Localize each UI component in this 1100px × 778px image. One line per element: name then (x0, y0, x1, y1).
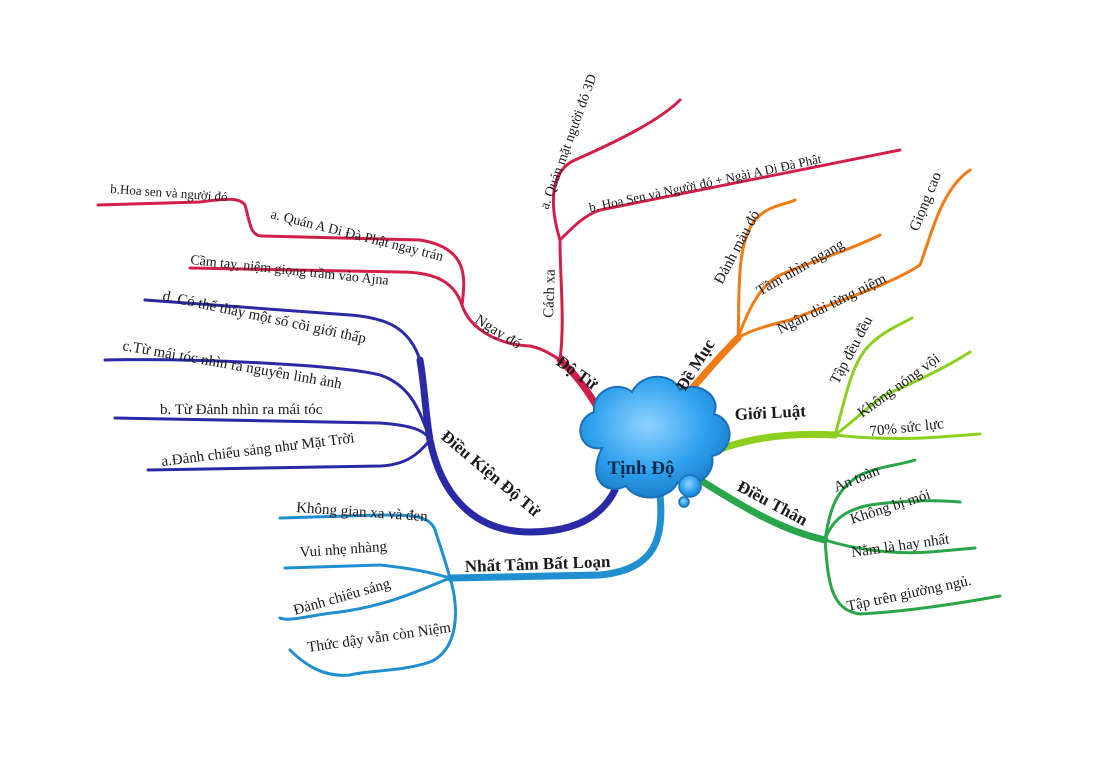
branch-do-tu-underline (528, 344, 562, 362)
sub-cach-xa-line (558, 238, 564, 362)
cloud-bubble-small (678, 496, 690, 508)
leaf-an-toan-line (823, 458, 917, 542)
leaf-khong-moi-line (823, 499, 962, 542)
leaf-hoa-sen-label[interactable]: b.Hoa sen và người đó (110, 181, 228, 204)
branch-gioi-luat (701, 316, 982, 459)
branch-nhat-tam-trunk (446, 491, 665, 582)
sub-cach-xa-label[interactable]: Cách xa (541, 269, 559, 319)
leaf-nam-label[interactable]: Nằm là hay nhất (850, 531, 951, 561)
branch-dieu-than-trunk (696, 476, 829, 544)
branch-dieu-kien-label[interactable]: Điều Kiện Độ Tử (437, 427, 545, 522)
leaf-70-line (833, 432, 982, 440)
leaf-danh-label[interactable]: Đảnh màu đỏ (711, 208, 763, 287)
leaf-tap-line (833, 316, 914, 437)
branch-dieu-kien (103, 298, 619, 536)
center-node[interactable]: Tịnh Độ (579, 375, 731, 508)
leaf-hoa-sen-a-di-label[interactable]: b. Hoa Sen và Người đó + Ngài A Di Đà Ph… (588, 151, 823, 215)
leaf-quan-3d-label[interactable]: a. Quán mặt người đó 3D (538, 72, 601, 211)
leaf-nam-line (823, 538, 977, 555)
leaf-co-the-line (143, 298, 422, 362)
leaf-khong-gian-label[interactable]: Không gian xa và đen (296, 500, 429, 525)
leaf-70-label[interactable]: 70% sức lực (869, 416, 945, 440)
center-cloud-shape (579, 375, 731, 499)
sub-ngay-do-label[interactable]: Ngay đó (472, 312, 524, 353)
leaf-tam-nhin-line (736, 233, 882, 340)
leaf-danh-chieu-line (278, 576, 452, 621)
branch-dieu-than (696, 458, 1002, 616)
leaf-vui-line (283, 563, 452, 580)
branch-do-tu-label[interactable]: Độ Tử (553, 352, 602, 395)
leaf-cam-tay-label[interactable]: Cầm tay, niệm giọng trầm vào Ajna (190, 253, 391, 289)
leaf-hoa-sen-a-di-line (558, 148, 902, 242)
leaf-khong-gian-line (278, 513, 452, 580)
leaf-quan-3d-line (551, 98, 682, 242)
branch-dieu-kien-trunk (416, 356, 619, 536)
leaf-danh-chieu-sang-line (146, 438, 432, 472)
leaf-tu-danh-label[interactable]: b. Từ Đảnh nhìn ra mái tóc (160, 402, 323, 418)
leaf-an-toan-label[interactable]: An toàn (832, 463, 883, 496)
leaf-danh-line (736, 198, 797, 340)
branch-nhat-tam (278, 491, 665, 677)
leaf-khong-label[interactable]: Không nóng vội (855, 351, 943, 421)
leaf-tam-nhin-label[interactable]: Tầm nhìn ngang (754, 236, 848, 299)
branch-gioi-luat-label[interactable]: Giới Luật (734, 401, 807, 424)
leaf-thuc-day-label[interactable]: Thức dậy vẫn còn Niệm (306, 620, 452, 656)
leaf-khong-line (833, 350, 972, 437)
cloud-bubble-large (678, 474, 702, 498)
leaf-tap-giuong-line (823, 538, 1002, 616)
branch-de-muc (656, 168, 972, 424)
leaf-vui-label[interactable]: Vui nhẹ nhàng (299, 539, 388, 561)
center-label: Tịnh Độ (607, 458, 674, 479)
leaf-co-the-label[interactable]: d. Có thể thấy một số cõi giới thấp (161, 288, 367, 347)
leaf-giong-label[interactable]: Giọng cao (907, 170, 945, 234)
leaf-danh-chieu-sang-label[interactable]: a.Đảnh chiếu sáng như Mặt Trời (161, 430, 356, 470)
leaf-tu-danh-line (113, 416, 432, 442)
leaf-ngan-dai-line (736, 168, 972, 340)
branch-do-tu (96, 98, 902, 424)
leaf-thuc-day-line (288, 576, 457, 677)
leaf-tu-mai-toc-line (103, 358, 432, 442)
leaf-quan-line (96, 197, 466, 307)
